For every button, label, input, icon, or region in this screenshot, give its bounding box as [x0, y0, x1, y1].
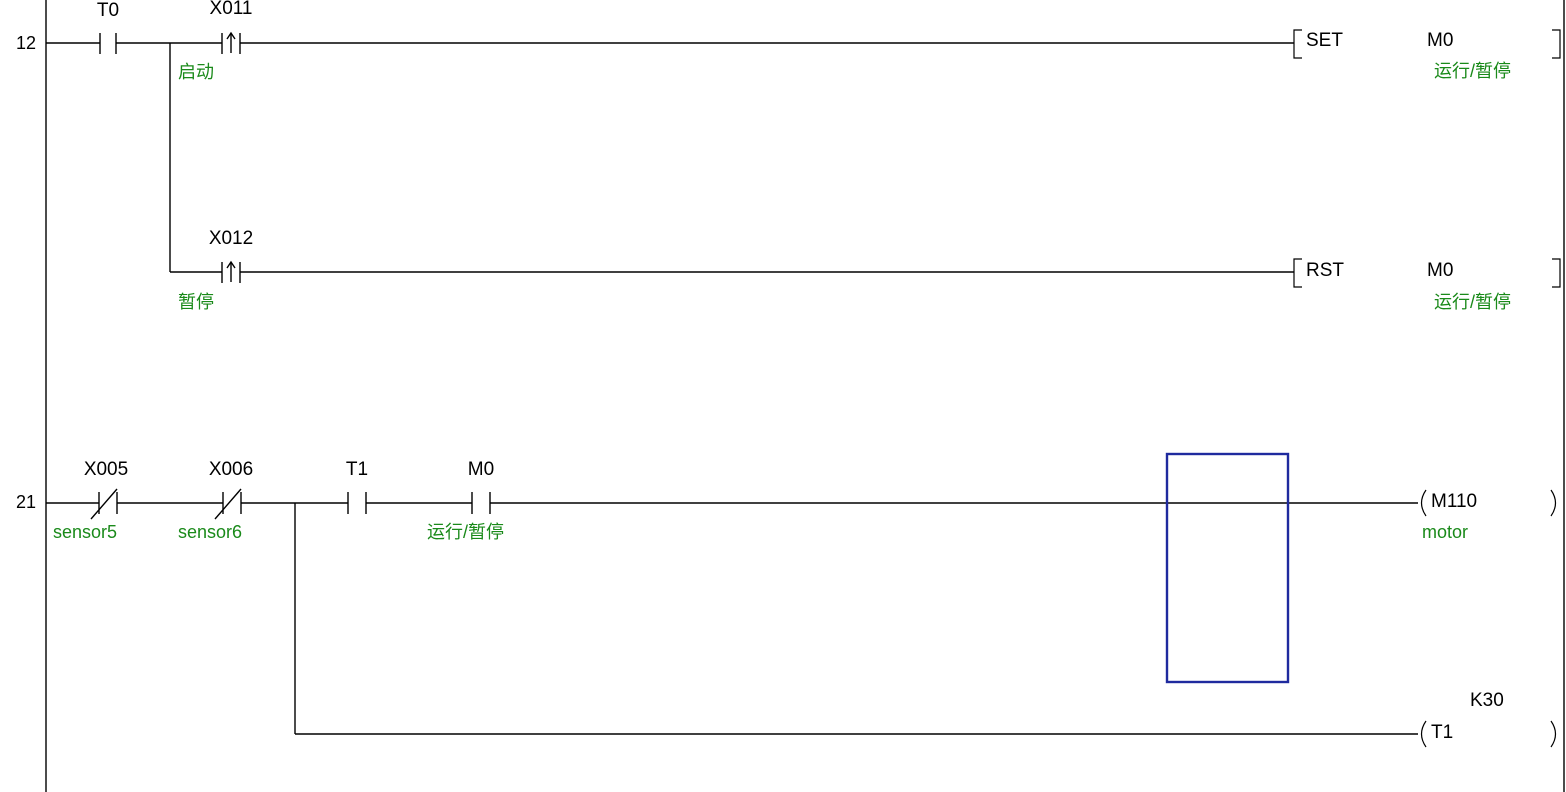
- setpoint-label: K30: [1470, 690, 1504, 711]
- comment-label: 启动: [178, 62, 214, 82]
- comment-label: sensor5: [53, 522, 117, 542]
- coil-t1-timer[interactable]: T1 K30: [1420, 690, 1557, 748]
- instruction-label: SET: [1306, 30, 1343, 51]
- device-label: X006: [209, 459, 253, 480]
- contact-x012-rising-edge[interactable]: X012: [209, 228, 253, 283]
- comment-label: 运行/暂停: [1434, 61, 1511, 81]
- device-label: M0: [1427, 260, 1453, 281]
- device-label: M0: [468, 459, 494, 480]
- device-label: T1: [1431, 722, 1453, 743]
- device-label: X005: [84, 459, 128, 480]
- instruction-label: RST: [1306, 260, 1344, 281]
- contact-x005-nc[interactable]: X005: [84, 459, 128, 520]
- contact-x006-nc[interactable]: X006: [209, 459, 253, 520]
- comment-label: 运行/暂停: [427, 522, 504, 542]
- device-label: M0: [1427, 30, 1453, 51]
- instruction-set-m0[interactable]: SET M0 运行/暂停: [1293, 29, 1561, 81]
- rung-12-step-number: 12: [16, 33, 36, 53]
- coil-m110[interactable]: M110 motor: [1420, 489, 1557, 542]
- device-label: T1: [346, 459, 368, 480]
- device-label: T0: [97, 0, 119, 21]
- rung-21-step-number: 21: [16, 492, 36, 512]
- device-label: X012: [209, 228, 253, 249]
- editor-cursor[interactable]: [1165, 452, 1290, 684]
- contact-m0[interactable]: M0: [468, 459, 494, 514]
- contact-t0[interactable]: T0: [97, 0, 119, 54]
- comment-label: 运行/暂停: [1434, 292, 1511, 312]
- contact-t1[interactable]: T1: [346, 459, 368, 514]
- device-label: X011: [210, 0, 253, 19]
- comment-label: sensor6: [178, 522, 242, 542]
- comment-label: 暂停: [178, 292, 214, 312]
- contact-x011-rising-edge[interactable]: X011: [210, 0, 253, 54]
- comment-label: motor: [1422, 522, 1468, 542]
- device-label: M110: [1431, 491, 1477, 512]
- instruction-rst-m0[interactable]: RST M0 运行/暂停: [1293, 258, 1561, 312]
